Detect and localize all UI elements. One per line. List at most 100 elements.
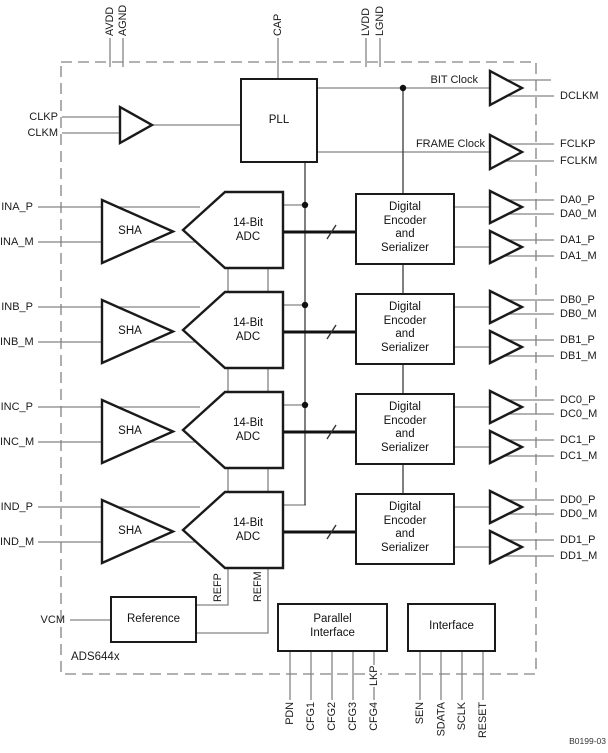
sha-label-b: SHA [118, 325, 142, 337]
pin-label-dclkm: DCLKM [560, 90, 599, 102]
pin-label-db0-m: DB0_M [560, 308, 597, 320]
lvds-buffer-d1 [488, 529, 525, 565]
lvds-buffer-a0 [488, 189, 525, 225]
pin-label-da1-p: DA1_P [560, 234, 595, 246]
pin-label-dc0-p: DC0_P [560, 394, 596, 406]
lvds-buffer-b0 [488, 289, 525, 325]
encoder-block-c [355, 393, 455, 465]
pin-label-inc-m: INC_M [0, 436, 35, 448]
encoder-line: Digital [389, 201, 421, 213]
pin-label-sen: SEN [414, 702, 426, 725]
pin-label-ind-p: IND_P [0, 501, 33, 513]
adc-hexagon-a [181, 190, 285, 270]
encoder-line: Encoder [383, 414, 427, 427]
encoder-line: Serializer [381, 341, 429, 354]
encoder-line: Digital [389, 501, 421, 513]
pin-label-cfg3: CFG3 [347, 702, 359, 731]
clock-input-buffer [118, 104, 155, 146]
adc-label-line2: ADC [235, 530, 261, 543]
pin-label-fclkp: FCLKP [560, 138, 596, 150]
pin-label-cfg2: CFG2 [326, 702, 338, 731]
cfg4-alt-label-lkp: LKP [368, 664, 380, 687]
pin-label-clkm: CLKM [27, 127, 58, 139]
pin-label-sclk: SCLK [456, 702, 468, 731]
pin-label-db1-p: DB1_P [560, 334, 595, 346]
pin-label-dd1-p: DD1_P [560, 534, 596, 546]
sha-label-c: SHA [118, 425, 142, 437]
pin-label-inb-m: INB_M [0, 336, 34, 348]
lvds-buffer-c1 [488, 429, 525, 465]
parallel-line1: Parallel [313, 613, 352, 625]
encoder-line: Serializer [381, 541, 429, 554]
parallel-interface-block [277, 603, 388, 652]
encoder-block-d [355, 493, 455, 565]
pin-label-da0-p: DA0_P [560, 194, 595, 206]
junction-dots [301, 84, 407, 409]
pin-label-fclkm: FCLKM [560, 155, 598, 167]
lvds-buffer-d0 [488, 489, 525, 525]
encoder-line: and [395, 528, 415, 540]
adc-label-line1: 14-Bit [232, 217, 264, 229]
sha-triangle-b [100, 298, 176, 365]
pin-label-da1-m: DA1_M [560, 250, 597, 262]
figure-id: B0199-03 [569, 736, 606, 746]
pin-label-ina-p: INA_P [1, 201, 33, 213]
pin-label-sdata: SDATA [435, 702, 447, 737]
pin-label-ind-m: IND_M [0, 536, 35, 548]
pin-label-dd0-p: DD0_P [560, 494, 596, 506]
encoder-line: and [395, 228, 415, 240]
encoder-line: Encoder [383, 514, 427, 527]
adc-hexagon-d [181, 490, 285, 570]
pin-label-lgnd: LGND [374, 6, 386, 36]
lvds-buffer-a1 [488, 229, 525, 265]
interface-block [407, 603, 496, 652]
pll-block [240, 78, 318, 163]
adc-label-line1: 14-Bit [232, 417, 264, 429]
pin-label-ina-m: INA_M [0, 236, 34, 248]
pin-label-reset: RESET [477, 702, 489, 738]
sha-label-d: SHA [118, 525, 142, 537]
pin-label-clkp: CLKP [29, 111, 58, 123]
encoder-block-a [355, 193, 455, 265]
bus-slash-marks [326, 224, 337, 540]
adc-data-buses [283, 230, 357, 534]
adc-label-line1: 14-Bit [232, 317, 264, 329]
adc-label-line2: ADC [235, 230, 261, 243]
encoder-line: Digital [389, 301, 421, 313]
pin-label-db1-m: DB1_M [560, 350, 597, 362]
sha-triangle-a [100, 198, 176, 265]
reference-label: Reference [126, 613, 181, 625]
pin-label-agnd: AGND [117, 4, 129, 36]
pin-label-vcm: VCM [40, 614, 65, 626]
pin-label-db0-p: DB0_P [560, 294, 595, 306]
sha-triangle-c [100, 398, 176, 465]
refm-label: REFM [252, 571, 264, 602]
adc-label-line2: ADC [235, 330, 261, 343]
encoder-line: Encoder [383, 214, 427, 227]
pin-label-dc1-p: DC1_P [560, 434, 596, 446]
refp-label: REFP [212, 573, 224, 602]
interface-label: Interface [429, 620, 474, 632]
pin-label-dc1-m: DC1_M [560, 450, 598, 462]
adc-hexagon-b [181, 290, 285, 370]
pin-label-cfg1: CFG1 [305, 702, 317, 731]
dclk-output-buffer [488, 69, 525, 107]
bit-clock-label: BIT Clock [430, 74, 478, 86]
pin-label-inb-p: INB_P [1, 301, 33, 313]
encoder-line: Digital [389, 401, 421, 413]
pin-label-da0-m: DA0_M [560, 208, 597, 220]
fclk-output-buffer [488, 133, 525, 171]
encoder-line: Serializer [381, 441, 429, 454]
reference-block [110, 596, 197, 643]
pin-label-avdd: AVDD [104, 6, 116, 36]
